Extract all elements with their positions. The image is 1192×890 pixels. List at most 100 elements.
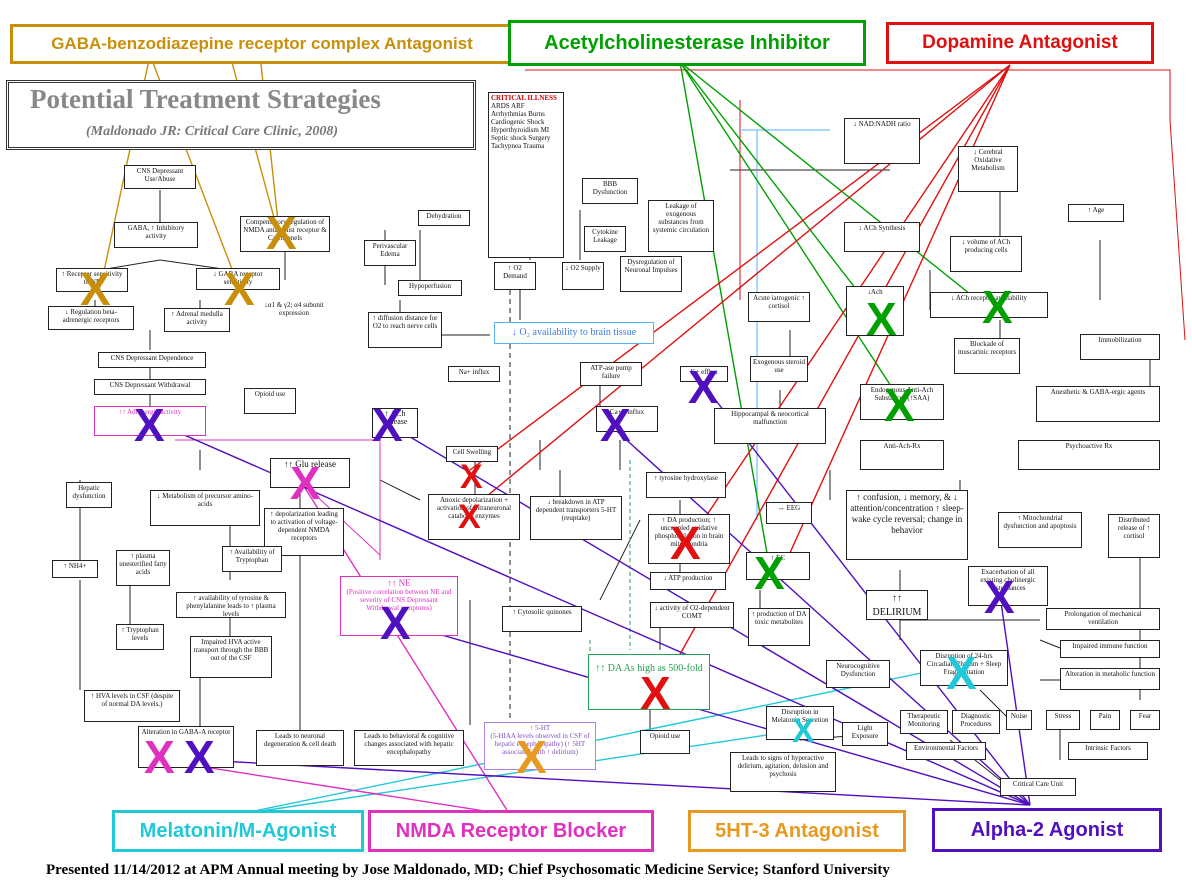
dopamine-mark-1: X (460, 458, 483, 496)
node-disruption-24: Disruption of 24-hrs Circadian Rhythm + … (920, 650, 1008, 686)
dopamine-mark-3: X (670, 517, 701, 569)
node-nad: ↓ NAD:NADH ratio (844, 118, 920, 164)
node-o2-supply: ↓ O2 Supply (562, 262, 604, 290)
node-hypoperfusion: Hypoperfusion (398, 280, 462, 296)
node-exacerbation: Exacerbation of all existing cholinergic… (968, 566, 1048, 606)
alpha2-mark-6: X (184, 731, 215, 783)
node-noise: Noise (1006, 710, 1032, 730)
ache-link-3 (679, 61, 901, 401)
node-tyrosine-hydroxylase: ↑ tyrosine hydroxylase (646, 472, 726, 498)
node-exogenous-steroid: Exogenous steroid use (750, 356, 808, 382)
node-fear: Fear (1130, 710, 1160, 730)
node-mitochondrial: ↑ Mitochondrial dysfunction and apoptosi… (998, 512, 1082, 548)
legend-nmda-label: NMDA Receptor Blocker (395, 819, 627, 842)
ne-label: ↑↑ NE (387, 578, 411, 588)
ne-detail: (Positive correlation between NE and sev… (346, 588, 452, 612)
melatonin-mark-2: X (792, 712, 815, 750)
page-title: Potential Treatment Strategies (30, 84, 381, 114)
node-acute-cortisol: Acute iatrogenic ↑ cortisol (748, 292, 810, 322)
node-hyperactive: Leads to signs of hyperactive delirium, … (730, 752, 836, 792)
node-eeg: ↔ EEG (766, 502, 812, 524)
nmda-mark-2: X (144, 731, 175, 783)
ache-link-2 (679, 61, 991, 311)
node-dysregulation: Dysregulation of Neuronal Impulses (620, 256, 682, 292)
gaba-mark-3: X (266, 207, 297, 259)
node-cns-dependence: CNS Depressant Dependence (98, 352, 206, 368)
node-da-high: ↑↑ DA As high as 500-fold (588, 654, 710, 710)
5ht-label: ↑ 5-HT (529, 724, 551, 732)
node-ca-influx: Ca++ influx (596, 406, 658, 432)
gaba-mark-2: X (224, 263, 255, 315)
node-opioid-use-top: Opioid use (244, 388, 296, 414)
node-gaba-inhibitory: GABAₐ ↑ Inhibitory activity (114, 222, 198, 248)
alpha2-mark-5: X (380, 597, 411, 649)
node-critical-care: Critical Care Unit (1000, 778, 1076, 796)
node-regulation-beta: ↓ Regulation beta-adrenergic receptors (48, 306, 134, 330)
legend-5ht3: 5HT-3 Antagonist (688, 810, 906, 852)
node-ec: ↑ EC (746, 552, 810, 580)
node-plasma-fa: ↑ plasma unesterified fatty acids (116, 550, 170, 586)
node-perivascular: Perivascular Edema (364, 240, 416, 266)
node-diagnostic: Diagnostic Procedures (952, 710, 1000, 734)
node-ach-synthesis: ↓ ACh Synthesis (844, 222, 920, 252)
node-neurocognitive: Neurocognitive Dysfunction (826, 660, 890, 688)
node-tyrosine-availability: ↑ availability of tyrosine & phenylalani… (176, 592, 286, 618)
node-dehydration: Dehydration (418, 210, 470, 226)
node-da-toxic: ↑ production of DA toxic metabolites (748, 608, 810, 646)
5ht-detail: (5-HIAA levels observed in CSF of hepati… (490, 732, 590, 756)
node-metabolism-precursor: ↓ Metabolism of precursor amino-acids (150, 490, 260, 526)
melatonin-link-2 (234, 729, 801, 816)
node-hippocampal: Hippocampal & neocortical malfunction (714, 408, 826, 444)
alpha2-mark-7: X (984, 571, 1015, 623)
node-cytosolic: ↑ Cytosolic quinones (502, 606, 582, 632)
node-hepatic: Hepatic dysfunction (66, 482, 112, 508)
node-ach-receptor: ↓ ACh receptor availability (930, 292, 1048, 318)
alpha2-link-5 (389, 619, 1031, 806)
node-5ht: ↑ 5-HT (5-HIAA levels observed in CSF of… (484, 722, 596, 770)
ache-link-4 (679, 61, 771, 571)
legend-melatonin-label: Melatonin/M-Agonist (139, 819, 337, 842)
title-frame (6, 80, 476, 150)
node-impaired-immune: Impaired immune function (1060, 640, 1160, 658)
node-blockade: Blockade of muscarinic receptors (954, 338, 1020, 374)
node-exogenous-substances: Leakage of exogenous substances from sys… (648, 200, 714, 252)
alpha2-mark-2: X (372, 399, 403, 451)
nmda-mark-1: X (290, 457, 321, 509)
alpha2-mark-3: X (600, 399, 631, 451)
node-endogenous: Endogenous Anti-Ach Substances (↑SAA) (860, 384, 944, 420)
node-anti-ach-rx: Anti-Ach-Rx (860, 440, 944, 470)
legend-gaba: GABA-benzodiazepine receptor complex Ant… (10, 24, 514, 64)
node-na-influx: Na+ influx (448, 366, 500, 382)
alpha2-mark-1: X (134, 399, 165, 451)
node-gaba-a-receptor: Alteration in GABA-A receptor (138, 726, 234, 768)
node-o2-availability: ↓ O₂ availability to brain tissue (494, 322, 654, 344)
node-ach-top: ↑ ACh Release (372, 408, 418, 438)
node-diffusion: ↑ diffusion distance for O2 to reach ner… (368, 312, 442, 348)
ht3-mark-1: X (516, 731, 547, 783)
node-nh4: ↑ NH4+ (52, 560, 98, 578)
critical-illness-title: CRITICAL ILLNESS (491, 94, 557, 102)
node-adrenal-medulla: ↑ Adrenal medulla activity (164, 308, 230, 332)
melatonin-link-1 (234, 664, 961, 816)
page-subtitle: (Maldonado JR: Critical Care Clinic, 200… (86, 124, 339, 139)
node-therapeutic: Therapeutic Monitoring (900, 710, 948, 734)
dopamine-link-1 (469, 64, 1011, 471)
alpha2-link-6 (199, 759, 1031, 806)
node-alteration-metabolic: Alteration in metabolic function (1060, 668, 1160, 690)
node-anoxic: Anoxic depolarization + activation of in… (428, 494, 520, 540)
node-atp-pump: ATP-ase pump failure (580, 362, 642, 386)
node-tryptophan-levels: ↑ Tryptophan levels (116, 624, 164, 650)
legend-5ht3-label: 5HT-3 Antagonist (715, 819, 879, 842)
node-pain: Pain (1090, 710, 1120, 730)
melatonin-mark-1: X (946, 647, 977, 699)
dopamine-mark-2: X (458, 498, 481, 536)
node-ne: ↑↑ NE (Positive correlation between NE a… (340, 576, 458, 636)
node-light: Light Exposure (842, 722, 888, 746)
nmda-link-2 (159, 759, 511, 816)
node-compensatory: Compensatory regulation of NMDA antagoni… (240, 216, 330, 252)
node-adrenergic: ↑↑ Adrenergic activity (94, 406, 206, 436)
node-cns-withdrawal: CNS Depressant Withdrawal (94, 379, 206, 395)
node-o2-demand: ↑ O2 Demand (494, 262, 536, 290)
legend-gaba-label: GABA-benzodiazepine receptor complex Ant… (51, 34, 473, 53)
node-environmental: Environmental Factors (906, 742, 986, 760)
